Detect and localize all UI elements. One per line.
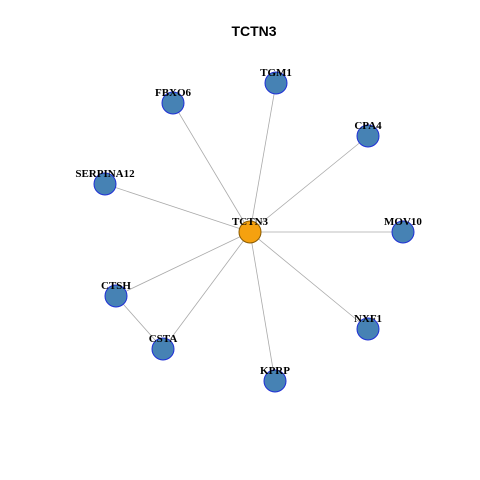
node-mov10[interactable]: MOV10: [384, 216, 422, 244]
edge-ctsh-csta: [115, 295, 164, 350]
node-label-kprp: KPRP: [260, 365, 290, 377]
node-label-csta: CSTA: [149, 333, 178, 345]
node-circle-serpina12[interactable]: [93, 172, 117, 196]
node-label-fbxo6: FBXO6: [155, 87, 192, 99]
node-circle-nxf1[interactable]: [356, 317, 380, 341]
node-ctsh[interactable]: CTSH: [101, 280, 131, 308]
node-csta[interactable]: CSTA: [149, 333, 178, 361]
edge-tctn3-serpina12: [104, 183, 251, 233]
node-circle-tctn3[interactable]: [238, 220, 262, 244]
node-tgm1[interactable]: TGM1: [260, 67, 292, 95]
node-label-ctsh: CTSH: [101, 280, 131, 292]
node-cpa4[interactable]: CPA4: [354, 120, 382, 148]
node-circle-csta[interactable]: [151, 337, 175, 361]
diagram-title: TCTN3: [231, 23, 276, 39]
node-circle-kprp[interactable]: [263, 369, 287, 393]
node-circle-tgm1[interactable]: [264, 71, 288, 95]
edge-tctn3-tgm1: [249, 82, 277, 233]
node-label-mov10: MOV10: [384, 216, 422, 228]
node-kprp[interactable]: KPRP: [260, 365, 290, 393]
node-serpina12[interactable]: SERPINA12: [75, 168, 135, 196]
node-tctn3[interactable]: TCTN3: [232, 216, 269, 244]
node-circle-mov10[interactable]: [391, 220, 415, 244]
edge-tctn3-nxf1: [249, 231, 369, 330]
node-label-nxf1: NXF1: [354, 313, 382, 325]
edge-layer: [104, 82, 403, 382]
edge-tctn3-kprp: [249, 231, 276, 382]
node-label-tgm1: TGM1: [260, 67, 292, 79]
edge-tctn3-ctsh: [115, 231, 251, 297]
edge-tctn3-cpa4: [249, 135, 369, 233]
node-circle-cpa4[interactable]: [356, 124, 380, 148]
node-label-tctn3: TCTN3: [232, 216, 269, 228]
edge-tctn3-csta: [162, 231, 251, 350]
node-circle-fbxo6[interactable]: [161, 91, 185, 115]
node-label-serpina12: SERPINA12: [75, 168, 135, 180]
node-fbxo6[interactable]: FBXO6: [155, 87, 192, 115]
node-nxf1[interactable]: NXF1: [354, 313, 382, 341]
node-circle-ctsh[interactable]: [104, 284, 128, 308]
node-label-cpa4: CPA4: [354, 120, 382, 132]
edge-tctn3-fbxo6: [172, 102, 251, 233]
